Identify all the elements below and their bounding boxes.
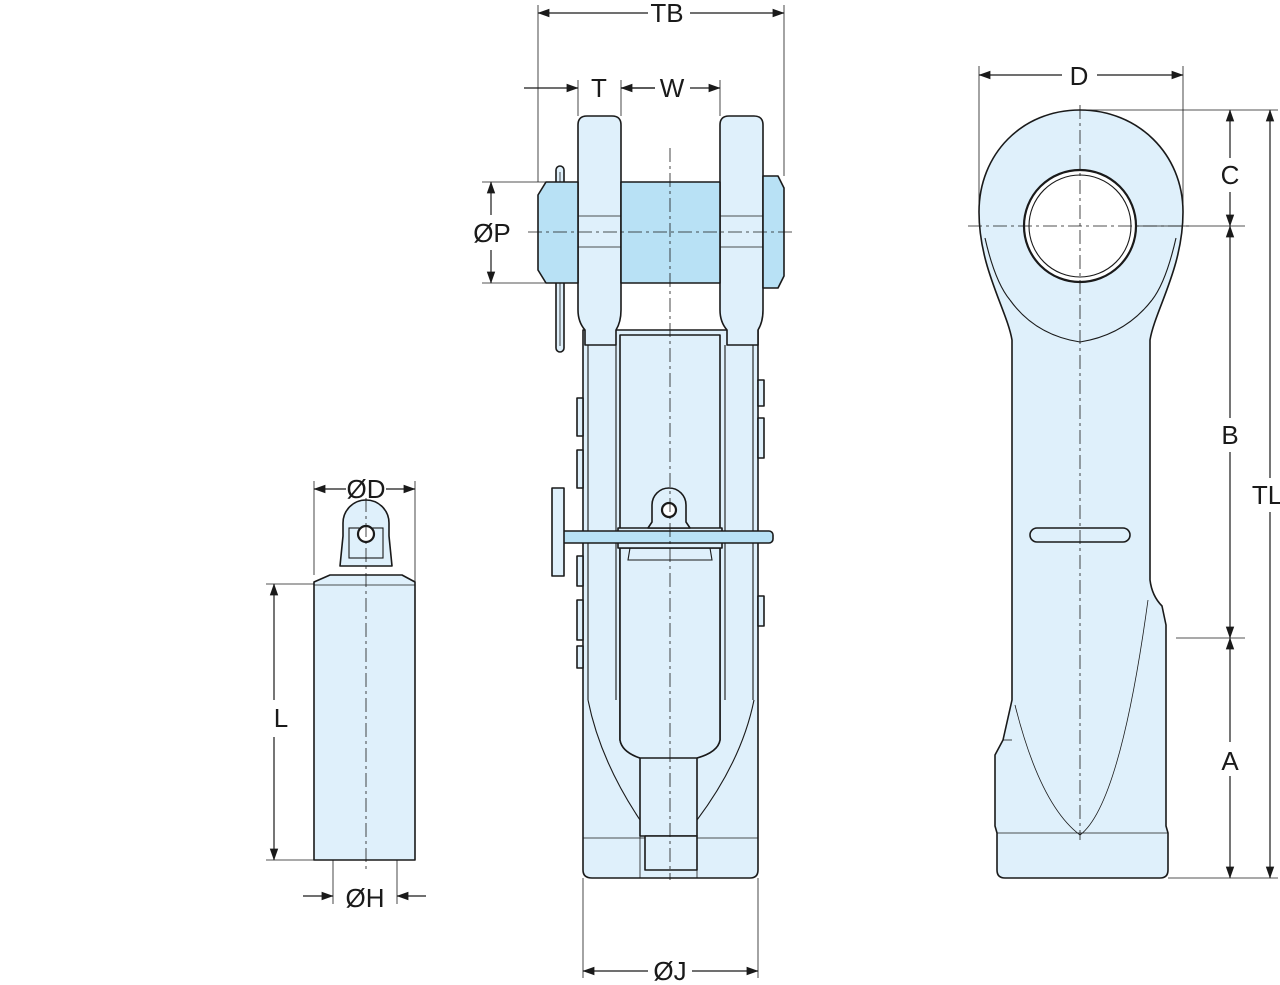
retaining-pin (559, 530, 774, 544)
wedge-view: ØD L ØH (266, 474, 426, 913)
pin (620, 181, 721, 284)
left-ear-plate (577, 115, 622, 346)
retaining-pin-head (551, 487, 565, 577)
dim-label-b: B (1221, 420, 1238, 450)
dim-label-t: T (591, 73, 607, 103)
dim-label-p: ØP (473, 218, 511, 248)
wedge-body (313, 574, 416, 861)
bottom-bore (644, 835, 698, 871)
dim-label-d-side: D (1070, 61, 1089, 91)
dim-label-l: L (274, 703, 288, 733)
dim-label-tb: TB (650, 0, 683, 28)
right-ear-plate (719, 115, 764, 346)
dim-label-j: ØJ (653, 956, 686, 985)
side-body (978, 109, 1184, 879)
side-view: D C B A TL (968, 61, 1280, 879)
dim-label-c: C (1221, 160, 1240, 190)
front-view: TB T W ØP ØJ (473, 0, 795, 985)
inner-wedge-eye-hole (660, 501, 678, 519)
dim-label-a: A (1221, 746, 1239, 776)
dim-label-h: ØH (346, 883, 385, 913)
dim-label-d-small: ØD (347, 474, 386, 504)
dim-label-w: W (660, 73, 685, 103)
dim-label-tl: TL (1252, 480, 1280, 510)
pin-head-left (537, 181, 579, 284)
